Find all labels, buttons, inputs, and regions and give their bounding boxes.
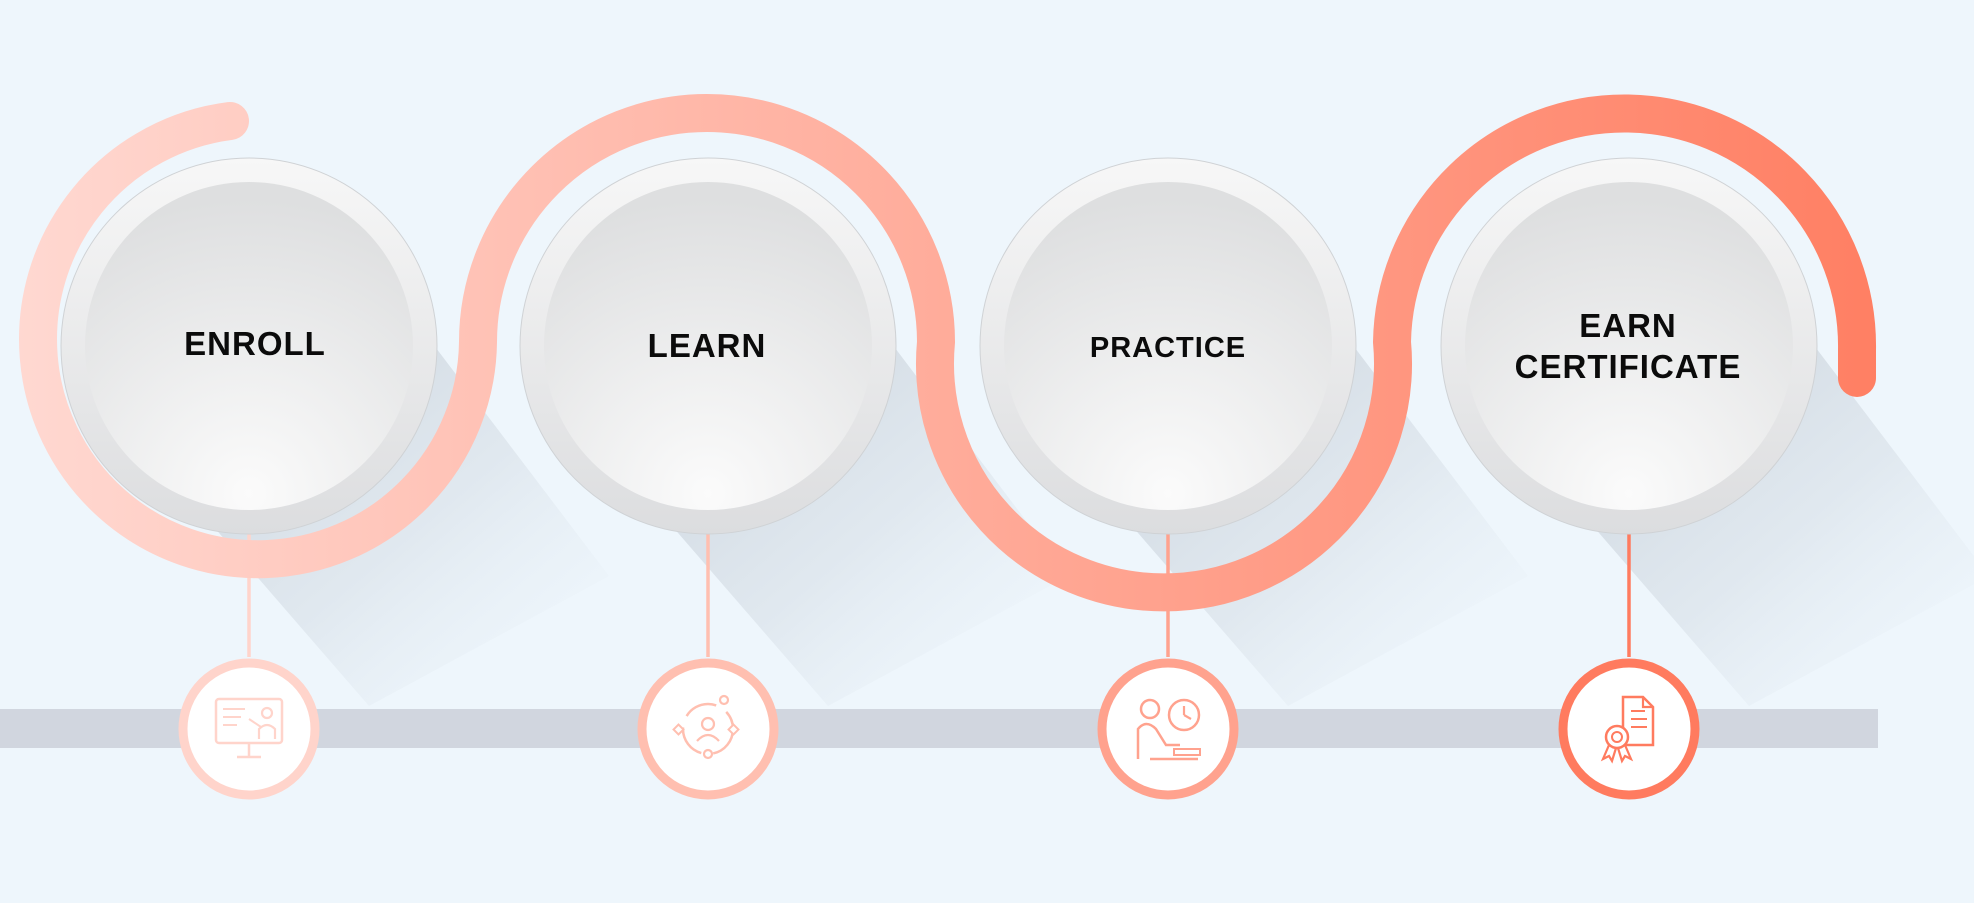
step-circle-face (1004, 182, 1332, 510)
winding-path (19, 94, 1877, 612)
step-label-line: LEARN (647, 327, 767, 364)
icon-markers (178, 658, 1700, 800)
step-circle-face (544, 182, 872, 510)
step-label-line: ENROLL (184, 325, 326, 362)
step-circle-face (85, 182, 413, 510)
step-label-practice: PRACTICE (1018, 330, 1318, 366)
step-circle-face (1465, 182, 1793, 510)
main-circles (60, 157, 1818, 657)
learning-cycle-icon (637, 658, 779, 800)
step-label-line: CERTIFICATE (1514, 348, 1742, 386)
certificate-icon (1558, 658, 1700, 800)
study-clock-icon (1097, 658, 1239, 800)
step-label-line: EARN (1579, 307, 1677, 344)
teacher-presentation-icon (178, 658, 320, 800)
step-label-earn-certificate: EARN CERTIFICATE (1478, 305, 1778, 388)
step-label-enroll: ENROLL (105, 323, 405, 364)
step-label-line: PRACTICE (1089, 332, 1247, 364)
step-label-learn: LEARN (557, 325, 857, 366)
